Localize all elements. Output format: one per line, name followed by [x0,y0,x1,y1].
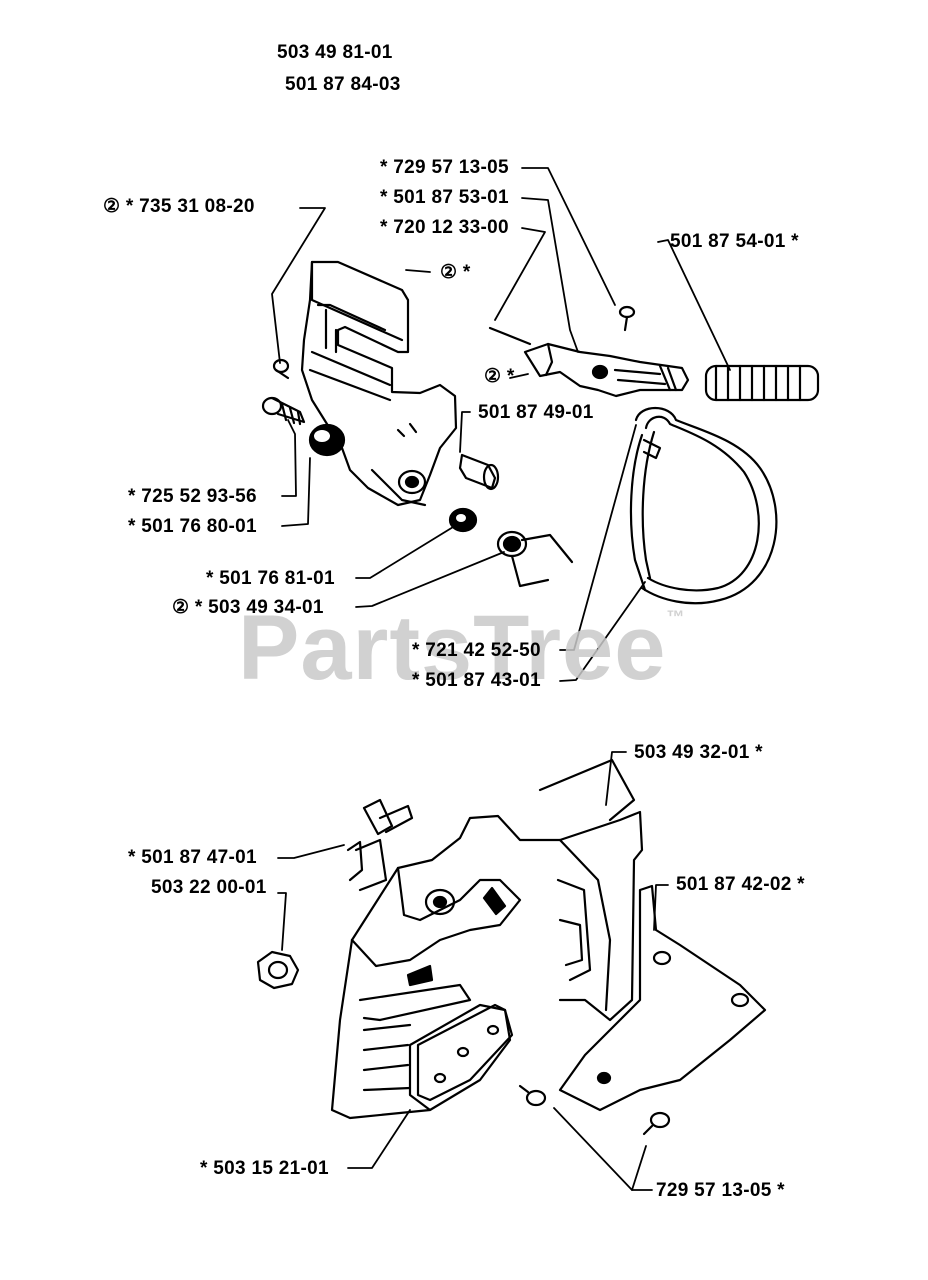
part-label-503-15-21-01[interactable]: * 503 15 21-01 [200,1158,329,1179]
clutch-cover-part [330,758,644,1120]
nut-part [256,950,300,990]
watermark-text: PartsTree [238,597,667,699]
leader-lines [271,167,731,1191]
part-label-720-12-33-00[interactable]: * 720 12 33-00 [380,217,509,238]
part-label-725-52-93-56[interactable]: * 725 52 93-56 [128,486,257,507]
part-label-501-87-54-01[interactable]: 501 87 54-01 * [670,231,799,252]
header-model-number: 503 49 81-01 [277,42,393,63]
side-cover-part [558,884,767,1112]
small-screw-left [272,358,290,380]
part-label-501-76-81-01[interactable]: * 501 76 81-01 [206,568,335,589]
part-label-503-22-00-01[interactable]: 503 22 00-01 [151,877,267,898]
small-screw-top [618,305,636,332]
part-label-729-57-13-05-top[interactable]: * 729 57 13-05 [380,157,509,178]
part-label-501-87-53-01[interactable]: * 501 87 53-01 [380,187,509,208]
part-label-501-87-47-01[interactable]: * 501 87 47-01 [128,847,257,868]
torsion-spring-part [496,530,574,588]
header-model-number-2: 501 87 84-03 [285,74,401,95]
small-clip-part [346,798,394,882]
bottom-screws [518,1084,671,1136]
coil-spring-part [704,364,820,402]
part-label-501-76-80-01[interactable]: * 501 76 80-01 [128,516,257,537]
part-label-lever-circle[interactable]: ② * [484,366,515,387]
chain-guide-plate-part [416,1003,514,1102]
pivot-pin-part [458,453,500,491]
brake-lever-part [488,326,690,398]
brake-band-part [629,406,778,605]
part-label-735-31-08-20[interactable]: ② * 735 31 08-20 [103,196,255,217]
watermark: PartsTree™ [238,596,685,701]
part-label-503-49-34-01[interactable]: ② * 503 49 34-01 [172,597,324,618]
watermark-tm: ™ [666,607,686,627]
lower-sleeve-part [448,507,478,533]
brake-handle-part [300,260,458,507]
sleeve-part [308,423,346,457]
bolt-part [261,396,306,426]
part-label-503-49-32-01[interactable]: 503 49 32-01 * [634,742,763,763]
part-label-501-87-42-02[interactable]: 501 87 42-02 * [676,874,805,895]
part-label-501-87-49-01[interactable]: 501 87 49-01 [478,402,594,423]
part-label-handle-circle[interactable]: ② * [440,262,471,283]
part-label-729-57-13-05-bottom[interactable]: 729 57 13-05 * [656,1180,785,1201]
part-label-501-87-43-01[interactable]: * 501 87 43-01 [412,670,541,691]
part-label-721-42-52-50[interactable]: * 721 42 52-50 [412,640,541,661]
